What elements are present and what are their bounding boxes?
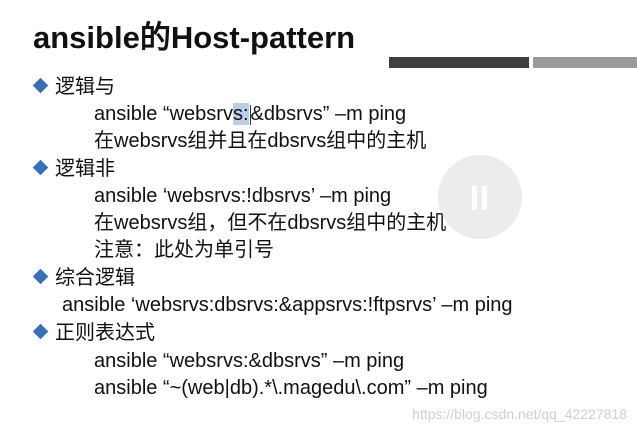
diamond-bullet-icon [32, 77, 49, 94]
command-line: ansible ‘websrvs:!dbsrvs’ –m ping [94, 185, 392, 207]
diamond-bullet-icon [32, 268, 49, 285]
video-overlay-button[interactable] [438, 155, 522, 239]
selected-text: s: [232, 103, 249, 125]
command-line: ansible ‘websrvs:dbsrvs:&appsrvs:!ftpsrv… [62, 294, 513, 316]
diamond-bullet-icon [32, 159, 49, 176]
diamond-bullet-icon [32, 323, 49, 340]
section-heading-regex: 正则表达式 [32, 321, 155, 345]
description-line: 在websrvs组并且在dbsrvs组中的主机 [94, 130, 427, 152]
section-heading-logical-not: 逻辑非 [32, 157, 115, 181]
heading-text: 正则表达式 [55, 322, 155, 344]
note-line: 注意：此处为单引号 [94, 239, 274, 261]
command-text-pre: ansible “websrv [94, 103, 233, 125]
command-line: ansible “~(web|db).*\.magedu\.com” –m pi… [94, 377, 488, 399]
pause-icon [470, 186, 490, 210]
heading-text: 逻辑非 [55, 158, 115, 180]
command-line: ansible “websrvs:&dbsrvs” –m ping [94, 350, 405, 372]
heading-text: 综合逻辑 [55, 267, 135, 289]
heading-text: 逻辑与 [55, 76, 115, 98]
section-heading-combined-logic: 综合逻辑 [32, 266, 135, 290]
title-bar-light [533, 57, 637, 68]
text-cursor [249, 104, 251, 125]
watermark: https://blog.csdn.net/qq_42227818 [412, 406, 627, 422]
command-line: ansible “websrvs:&dbsrvs” –m ping [94, 102, 406, 126]
title-bar-dark [389, 57, 529, 68]
command-text-post: &dbsrvs” –m ping [250, 103, 407, 125]
description-line: 在websrvs组，但不在dbsrvs组中的主机 [94, 212, 447, 234]
slide-title: ansible的Host-pattern [33, 20, 356, 55]
section-heading-logical-and: 逻辑与 [32, 75, 115, 99]
